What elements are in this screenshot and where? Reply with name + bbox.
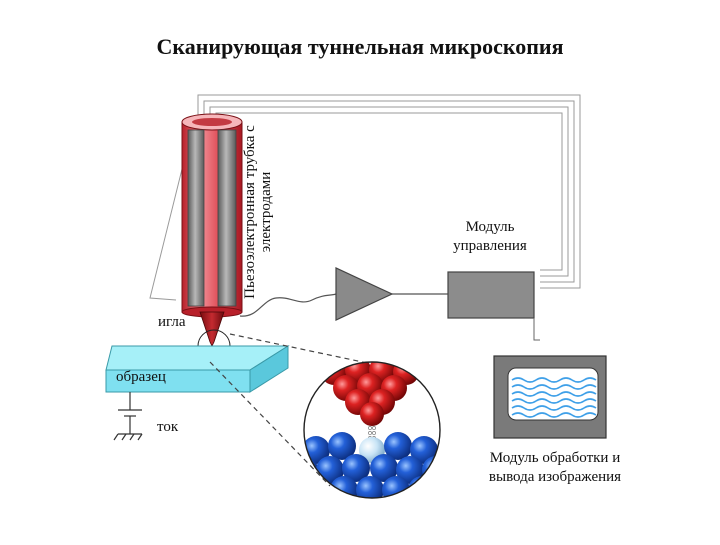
scan-waves: [511, 377, 597, 418]
monitor-cable: [533, 318, 540, 341]
monitor: [493, 355, 607, 439]
current-circuit: [113, 392, 143, 441]
needle-label: игла: [158, 314, 186, 330]
surface-atoms: [304, 432, 440, 498]
zoom-guide-lines: [209, 333, 373, 487]
output-module-label: Модуль обработки и вывода изображения: [488, 450, 622, 485]
current-label: ток: [157, 419, 179, 435]
control-cable: [239, 293, 448, 317]
atomic-zoom: [303, 361, 441, 499]
sample-block: [105, 345, 290, 393]
diagram-title: Сканирующая туннельная микроскопия: [156, 34, 564, 59]
piezo-tube-label: Пьезоэлектронная трубка с электродами: [242, 125, 274, 299]
left-electrode: [187, 129, 205, 307]
sample-label: образец: [116, 369, 166, 385]
control-module-box: [447, 271, 535, 319]
right-electrode: [217, 129, 237, 307]
amplifier: [335, 267, 394, 321]
control-module-label: Модуль управления: [453, 219, 527, 254]
piezo-tube: [181, 113, 243, 318]
needle-tip: [199, 311, 225, 347]
